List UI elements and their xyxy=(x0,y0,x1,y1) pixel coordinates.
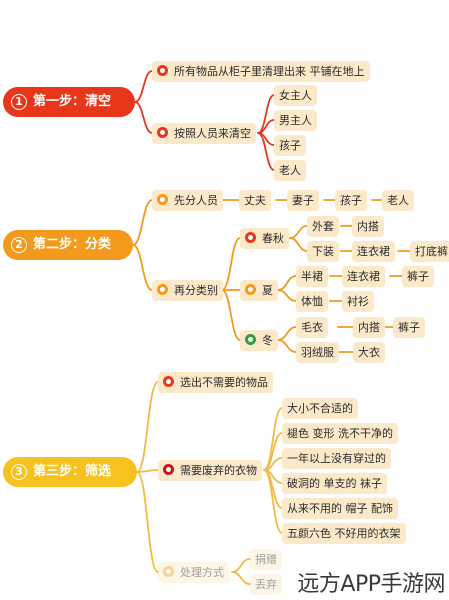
summer-item-2[interactable]: 裤子 xyxy=(402,266,434,287)
step3-branch-select-unneeded[interactable]: 选出不需要的物品 xyxy=(158,372,273,393)
step3-number: 3 xyxy=(11,463,27,480)
winter-item-4[interactable]: 大衣 xyxy=(353,342,385,363)
check-icon xyxy=(163,376,174,387)
winter-item-0[interactable]: 毛衣 xyxy=(296,317,328,338)
spring-outerwear[interactable]: 外套 xyxy=(307,216,339,237)
step3-connectors xyxy=(136,381,283,585)
user-icon xyxy=(157,194,168,205)
season-summer[interactable]: 夏 xyxy=(240,280,278,301)
summer-item-1[interactable]: 连衣裙 xyxy=(342,266,385,287)
connector xyxy=(277,289,297,302)
step3-node[interactable]: 3 第三步：筛选 xyxy=(3,457,137,487)
sun-icon xyxy=(245,284,256,295)
connector xyxy=(132,199,153,246)
snowflake-icon xyxy=(245,334,256,345)
season-winter[interactable]: 冬 xyxy=(240,330,278,351)
winter-item-2[interactable]: 裤子 xyxy=(393,317,425,338)
step2-node[interactable]: 2 第二步：分类 xyxy=(3,230,133,260)
summer-item-3[interactable]: 体恤 xyxy=(296,291,328,312)
connector xyxy=(136,381,159,473)
user-icon xyxy=(163,566,174,577)
play-icon xyxy=(157,284,168,295)
connector xyxy=(132,244,153,291)
connector xyxy=(277,339,297,353)
step1-connectors xyxy=(134,70,275,171)
step1-branch-empty-all[interactable]: 所有物品从柜子里清理出来 平铺在地上 xyxy=(152,61,370,82)
summer-item-0[interactable]: 半裙 xyxy=(296,266,328,287)
step1-label: 第一步：清空 xyxy=(33,94,112,109)
step3-branch-handling[interactable]: 处理方式 xyxy=(158,562,229,583)
step1-person-3[interactable]: 老人 xyxy=(274,160,306,181)
winter-item-3[interactable]: 羽绒服 xyxy=(296,342,339,363)
step2-person-2[interactable]: 孩子 xyxy=(335,190,367,211)
connector xyxy=(134,70,153,103)
connector xyxy=(221,289,241,341)
connector xyxy=(289,225,308,239)
step3-branch-discard-clothes[interactable]: 需要废弃的衣物 xyxy=(158,460,262,481)
discard-item-3[interactable]: 破洞的 单支的 袜子 xyxy=(282,473,387,494)
spring-bottoms[interactable]: 下装 xyxy=(307,241,339,262)
step2-person-0[interactable]: 丈夫 xyxy=(239,190,271,211)
winter-item-1[interactable]: 内搭 xyxy=(353,317,385,338)
step2-branch-by-category[interactable]: 再分类别 xyxy=(152,280,223,301)
step2-label: 第二步：分类 xyxy=(33,237,112,252)
watermark: 远方APP手游网 xyxy=(297,572,445,597)
summer-item-4[interactable]: 衬衫 xyxy=(342,291,374,312)
connector xyxy=(263,469,283,534)
discard-item-4[interactable]: 从来不用的 帽子 配饰 xyxy=(282,498,398,519)
spring-bottoms-item-1[interactable]: 打底裤 xyxy=(410,241,449,262)
step1-person-2[interactable]: 孩子 xyxy=(274,135,306,156)
connector xyxy=(289,237,308,252)
alert-icon xyxy=(163,464,174,475)
step2-branch-by-person[interactable]: 先分人员 xyxy=(152,190,223,211)
method-0[interactable]: 捐赠 xyxy=(250,549,282,570)
connector xyxy=(277,275,297,291)
connector xyxy=(263,407,283,471)
discard-item-1[interactable]: 褪色 变形 洗不干净的 xyxy=(282,423,398,444)
connector xyxy=(231,558,251,573)
spring-outerwear-item-0[interactable]: 内搭 xyxy=(352,216,384,237)
step2-number: 2 xyxy=(11,236,27,253)
connector xyxy=(221,237,241,291)
connector xyxy=(134,101,153,134)
step2-person-1[interactable]: 妻子 xyxy=(287,190,319,211)
connector xyxy=(277,326,297,341)
step2-person-3[interactable]: 老人 xyxy=(382,190,414,211)
step1-person-1[interactable]: 男主人 xyxy=(274,110,317,131)
spring-bottoms-item-0[interactable]: 连衣裙 xyxy=(352,241,395,262)
user-icon xyxy=(157,127,168,138)
connector xyxy=(136,471,159,573)
discard-item-2[interactable]: 一年以上没有穿过的 xyxy=(282,448,391,469)
connector xyxy=(136,469,159,473)
season-spring-autumn[interactable]: 春秋 xyxy=(240,228,289,249)
flower-icon xyxy=(245,232,256,243)
step3-label: 第三步：筛选 xyxy=(33,464,112,479)
connector xyxy=(231,571,251,585)
discard-item-5[interactable]: 五颜六色 不好用的衣架 xyxy=(282,523,406,544)
step1-branch-by-person[interactable]: 按照人员来清空 xyxy=(152,123,256,144)
play-icon xyxy=(157,65,168,76)
step2-connectors xyxy=(132,199,411,353)
step1-person-0[interactable]: 女主人 xyxy=(274,85,317,106)
discard-item-0[interactable]: 大小不合适的 xyxy=(282,398,358,419)
step1-node[interactable]: 1 第一步：清空 xyxy=(3,87,135,117)
connector xyxy=(257,132,275,171)
method-1[interactable]: 丢弃 xyxy=(250,574,282,595)
step1-number: 1 xyxy=(11,93,27,110)
